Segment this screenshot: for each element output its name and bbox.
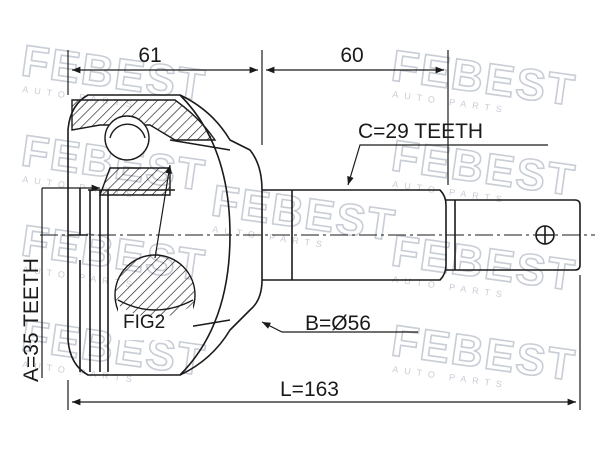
callout-c-teeth: C=29 TEETH bbox=[358, 120, 483, 143]
dimension-length: L=163 bbox=[280, 378, 339, 401]
dimension-60: 60 bbox=[340, 44, 363, 67]
dimension-61: 61 bbox=[138, 44, 161, 67]
watermark-layer: FEBEST AUTO PARTS FEBEST AUTO PARTS FEBE… bbox=[18, 36, 580, 392]
outer-housing bbox=[67, 94, 263, 376]
cage-inner-line bbox=[169, 139, 231, 151]
callout-fig2: FIG2 bbox=[123, 312, 165, 333]
dimension-lines bbox=[41, 50, 581, 410]
callout-a-teeth: A=35 TEETH bbox=[20, 258, 43, 382]
section-hatching bbox=[71, 99, 217, 340]
callout-b-diameter: B=Ø56 bbox=[305, 312, 371, 335]
